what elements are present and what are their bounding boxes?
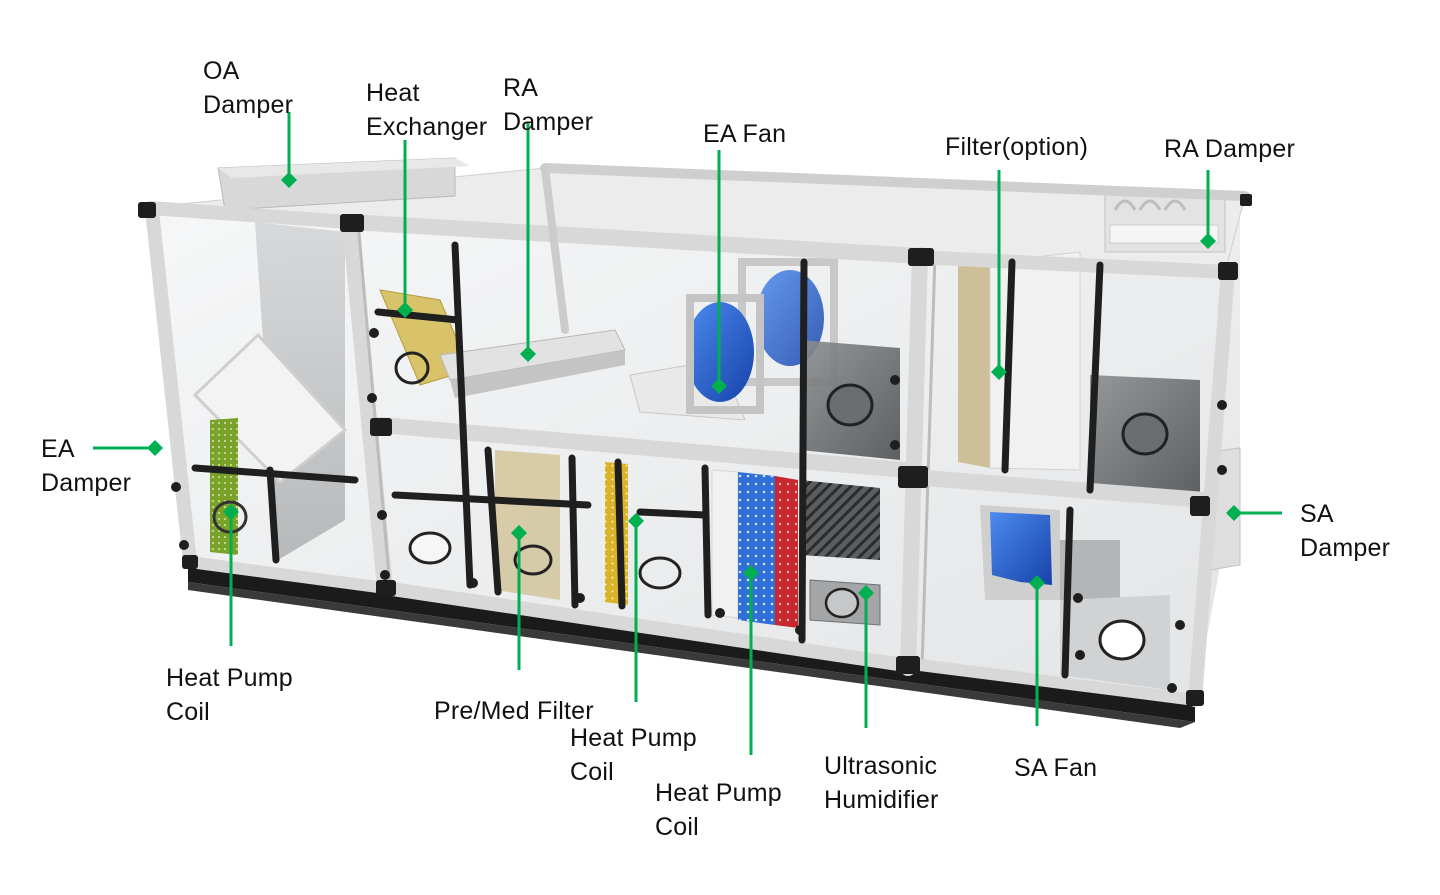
- diamond-marker-sa-damper: [1226, 505, 1242, 521]
- inner-posts: [191, 241, 1104, 679]
- diamond-marker-heat-pump-coil-3: [743, 565, 759, 581]
- diamond-marker-pre-med-filter: [511, 525, 527, 541]
- aluminum-frame: [143, 163, 1250, 707]
- diamond-marker-filter-option: [991, 364, 1007, 380]
- diamond-marker-oa-damper: [281, 172, 297, 188]
- ea-heat-pump-coil: [210, 418, 238, 555]
- diamond-marker-heat-pump-coil-2: [628, 513, 644, 529]
- label-sa-fan: SA Fan: [1014, 754, 1098, 782]
- heat-pump-coil-red: [775, 476, 798, 628]
- sa-fan-wheel: [990, 512, 1052, 585]
- label-filter-option: Filter(option): [945, 133, 1089, 161]
- diamond-marker-sa-fan: [1029, 575, 1045, 591]
- diamond-marker-ra-damper-right: [1200, 233, 1216, 249]
- filter-option-media: [958, 262, 990, 468]
- diamond-marker-heat-pump-coil-1: [223, 504, 239, 520]
- corner-blocks: [138, 194, 1252, 706]
- heat-exchanger-plate: [192, 332, 348, 485]
- diamond-marker-ea-fan: [711, 378, 727, 394]
- diamond-marker-ea-damper: [147, 440, 163, 456]
- diamond-marker-ultrasonic-humidifier: [858, 585, 874, 601]
- diamond-marker-heat-exchanger: [397, 302, 413, 318]
- label-pre-med-filter: Pre/Med Filter: [434, 697, 594, 725]
- label-ea-fan: EA Fan: [703, 120, 787, 148]
- heat-pump-coil-blue: [738, 472, 775, 625]
- callout-leaders: [93, 112, 1282, 755]
- label-ra-damper-right: RA Damper: [1164, 135, 1296, 163]
- unit-body: [138, 157, 1252, 728]
- door-latches: [171, 328, 1227, 693]
- diamond-marker-ra-damper-left: [520, 346, 536, 362]
